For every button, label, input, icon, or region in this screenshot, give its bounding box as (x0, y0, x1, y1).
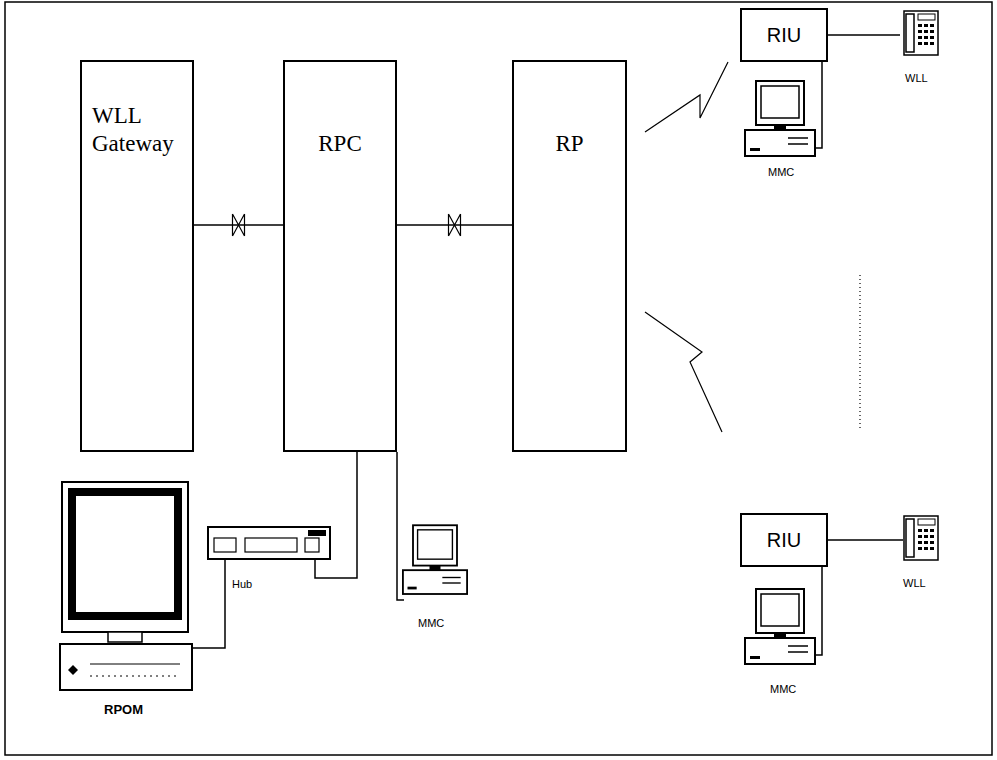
radio-port-box: RP (512, 60, 627, 452)
node-label: RPC (285, 130, 395, 158)
computer-icon (745, 589, 815, 664)
phone-ground (900, 8, 942, 60)
node-label: RIU (767, 23, 801, 47)
device-label: Hub (232, 578, 252, 590)
computer-icon (745, 81, 815, 156)
phone-wire (828, 539, 903, 541)
phone-icon (904, 516, 938, 560)
phone-icon (904, 11, 938, 55)
mmc-wire (815, 62, 822, 148)
gateway-box: WLL Gateway (80, 60, 194, 452)
hub-icon (208, 527, 330, 559)
ellipsis-dots (859, 275, 860, 430)
radio-link (645, 62, 728, 132)
phone-wire (828, 34, 903, 36)
node-label: WLL Gateway (92, 102, 188, 157)
device-label: MMC (768, 166, 794, 178)
device-label: MMC (770, 683, 796, 695)
rpom-workstation (60, 482, 192, 690)
link-connector (194, 214, 283, 236)
device-label: RPOM (104, 702, 143, 717)
radio-link (645, 312, 722, 432)
node-label: RP (514, 130, 625, 158)
rpom-wire (190, 559, 225, 648)
node-label: RIU (767, 528, 801, 552)
device-label: MMC (418, 617, 444, 629)
link-connector (397, 214, 512, 236)
computer-icon (403, 525, 467, 594)
frame-border (5, 2, 992, 755)
controller-box: RPC (283, 60, 397, 452)
riu-box: RIU (740, 8, 828, 62)
device-label: WLL (903, 577, 926, 589)
mmc-wire (815, 567, 822, 655)
riu-box: RIU (740, 513, 828, 567)
device-label: WLL (905, 72, 928, 84)
